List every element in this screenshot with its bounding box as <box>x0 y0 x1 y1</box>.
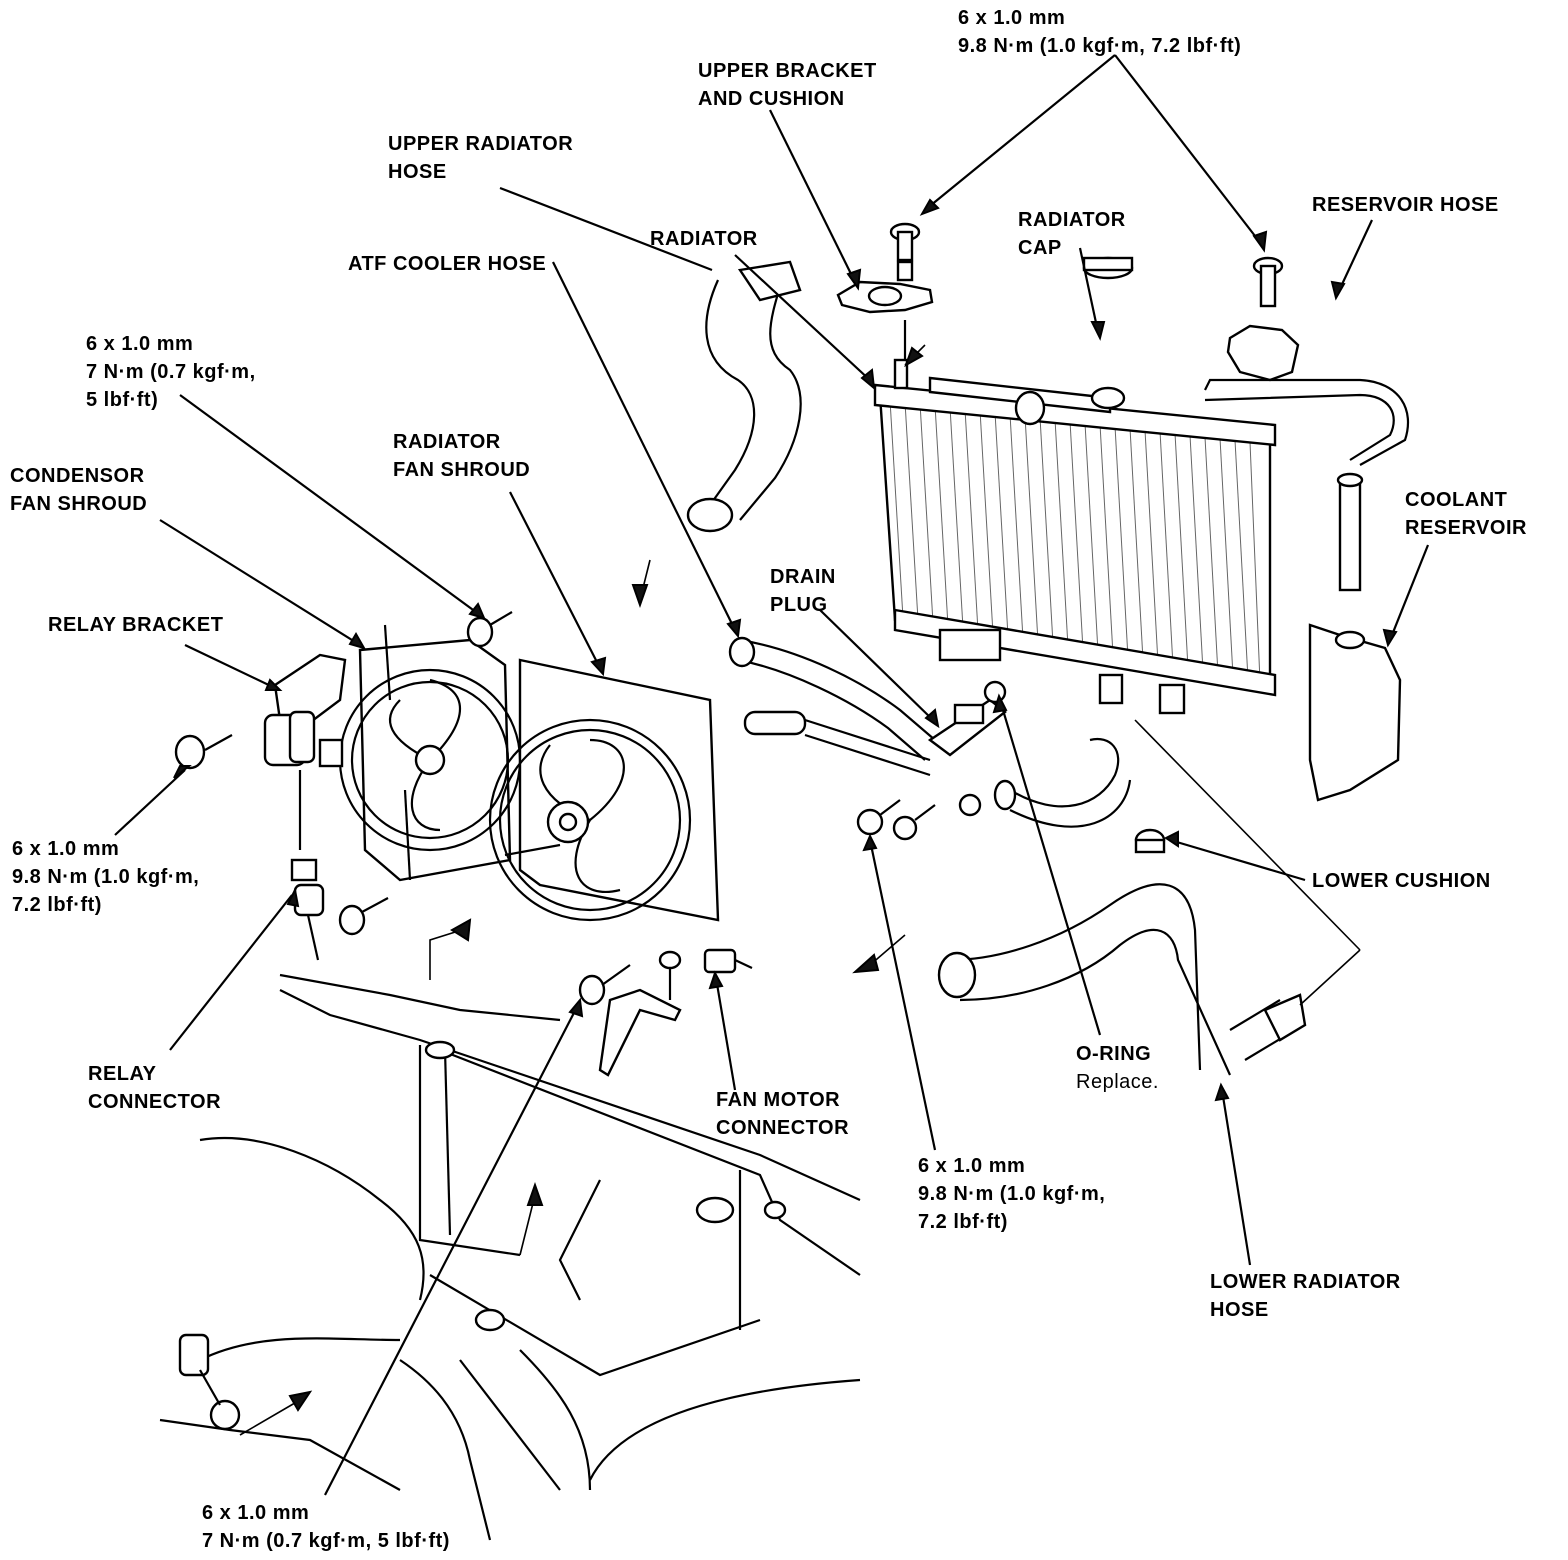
leader-lines <box>114 54 1430 1496</box>
bolt-left-line2: 7 N·m (0.7 kgf·m, <box>86 361 256 383</box>
bolt-left-line1: 6 x 1.0 mm <box>86 333 194 355</box>
bolts <box>174 611 936 1006</box>
lower-cushion-part <box>958 793 1166 854</box>
upper-bracket-line2: AND CUSHION <box>698 88 845 110</box>
condensor-fan-shroud-line1: CONDENSOR <box>10 465 145 487</box>
drain-plug-line1: DRAIN <box>770 566 836 588</box>
reservoir-hose-line1: RESERVOIR HOSE <box>1312 194 1499 216</box>
fan-motor-connector-line2: CONNECTOR <box>716 1117 850 1139</box>
label-coolant-reservoir: COOLANT RESERVOIR <box>1405 486 1527 542</box>
relay-bracket-line1: RELAY BRACKET <box>48 614 224 636</box>
coolant-reservoir-line2: RESERVOIR <box>1405 517 1527 539</box>
bolt-fan-lower <box>338 897 389 936</box>
radiator-line1: RADIATOR <box>650 228 758 250</box>
label-o-ring: O-RING Replace. <box>1076 1040 1159 1096</box>
fan-motor-connector-line1: FAN MOTOR <box>716 1089 841 1111</box>
coolant-reservoir-part <box>1204 378 1410 802</box>
bolt-relay-line2: 9.8 N·m (1.0 kgf·m, <box>12 866 200 888</box>
label-radiator-cap: RADIATOR CAP <box>1018 206 1126 262</box>
atf-cooler-hose-line1: ATF COOLER HOSE <box>348 253 547 275</box>
bolt-bottom <box>578 964 631 1006</box>
lower-radiator-hose-line2: HOSE <box>1210 1299 1269 1321</box>
fan-bracket-part <box>598 988 682 1077</box>
label-relay-connector: RELAY CONNECTOR <box>88 1060 221 1116</box>
relay-bracket-part <box>263 653 347 961</box>
fan-motor-connector-part <box>703 948 753 974</box>
bolt-top-line2: 9.8 N·m (1.0 kgf·m, 7.2 lbf·ft) <box>958 35 1242 57</box>
label-atf-cooler-hose: ATF COOLER HOSE <box>348 250 546 278</box>
bolt-bracket <box>658 950 682 1000</box>
radiator-core <box>873 376 1277 715</box>
bolt-fan-left <box>466 611 513 648</box>
o-ring-line1: O-RING <box>1076 1043 1152 1065</box>
label-lower-radiator-hose: LOWER RADIATOR HOSE <box>1210 1268 1401 1324</box>
upper-radiator-hose-line2: HOSE <box>388 161 447 183</box>
bolt-bottom-line2: 7 N·m (0.7 kgf·m, 5 lbf·ft) <box>202 1530 450 1552</box>
upper-bracket-right <box>1226 256 1300 382</box>
label-radiator-fan-shroud: RADIATOR FAN SHROUD <box>393 428 530 484</box>
relay-connector-line2: CONNECTOR <box>88 1091 222 1113</box>
label-fan-motor-connector: FAN MOTOR CONNECTOR <box>716 1086 849 1142</box>
radiator-fan-assembly <box>488 658 720 922</box>
label-bolt-relay: 6 x 1.0 mm 9.8 N·m (1.0 kgf·m, 7.2 lbf·f… <box>12 835 199 919</box>
bolt-lower-mid <box>856 799 936 841</box>
o-ring-line2: Replace. <box>1076 1071 1159 1093</box>
bolt-bottom-line1: 6 x 1.0 mm <box>202 1502 310 1524</box>
label-reservoir-hose: RESERVOIR HOSE <box>1312 191 1499 219</box>
relay-connector-line1: RELAY <box>88 1063 157 1085</box>
label-bolt-top: 6 x 1.0 mm 9.8 N·m (1.0 kgf·m, 7.2 lbf·f… <box>958 4 1241 60</box>
lower-radiator-hose-part <box>937 737 1307 1076</box>
radiator-fan-shroud-line1: RADIATOR <box>393 431 501 453</box>
upper-bracket-line1: UPPER BRACKET <box>698 60 877 82</box>
bolt-lower-mid-line3: 7.2 lbf·ft) <box>918 1211 1008 1233</box>
label-radiator: RADIATOR <box>650 225 758 253</box>
upper-radiator-hose-line1: UPPER RADIATOR <box>388 133 574 155</box>
label-relay-bracket: RELAY BRACKET <box>48 611 223 639</box>
bolt-relay-line3: 7.2 lbf·ft) <box>12 894 102 916</box>
upper-radiator-hose-part <box>686 260 802 533</box>
bolt-left-line3: 5 lbf·ft) <box>86 389 159 411</box>
bolt-relay-line1: 6 x 1.0 mm <box>12 838 120 860</box>
label-upper-bracket: UPPER BRACKET AND CUSHION <box>698 57 877 113</box>
label-bolt-bottom: 6 x 1.0 mm 7 N·m (0.7 kgf·m, 5 lbf·ft) <box>202 1499 450 1555</box>
bolt-relay <box>174 734 233 770</box>
condensor-fan-shroud-line2: FAN SHROUD <box>10 493 148 515</box>
body-frame <box>159 973 861 1541</box>
radiator-cap-line1: RADIATOR <box>1018 209 1126 231</box>
upper-bracket-left <box>836 222 934 390</box>
radiator-cap-line2: CAP <box>1018 237 1062 259</box>
label-lower-cushion: LOWER CUSHION <box>1312 867 1491 895</box>
leader-arrowheads <box>173 198 1398 1102</box>
radiator-fan-shroud-line2: FAN SHROUD <box>393 459 531 481</box>
bolt-lower-mid-line2: 9.8 N·m (1.0 kgf·m, <box>918 1183 1106 1205</box>
label-upper-radiator-hose: UPPER RADIATOR HOSE <box>388 130 573 186</box>
bolt-top-line1: 6 x 1.0 mm <box>958 7 1066 29</box>
lower-cushion-line1: LOWER CUSHION <box>1312 870 1491 892</box>
drain-plug-part <box>953 703 985 725</box>
atf-cooler-hose-part <box>728 636 1007 777</box>
label-bolt-left: 6 x 1.0 mm 7 N·m (0.7 kgf·m, 5 lbf·ft) <box>86 330 256 414</box>
label-condensor-fan-shroud: CONDENSOR FAN SHROUD <box>10 462 147 518</box>
assembly-arrows <box>239 344 926 1436</box>
lower-radiator-hose-line1: LOWER RADIATOR <box>1210 1271 1401 1293</box>
label-bolt-lower-mid: 6 x 1.0 mm 9.8 N·m (1.0 kgf·m, 7.2 lbf·f… <box>918 1152 1105 1236</box>
coolant-reservoir-line1: COOLANT <box>1405 489 1508 511</box>
drain-plug-line2: PLUG <box>770 594 828 616</box>
label-drain-plug: DRAIN PLUG <box>770 563 836 619</box>
bolt-lower-mid-line1: 6 x 1.0 mm <box>918 1155 1026 1177</box>
